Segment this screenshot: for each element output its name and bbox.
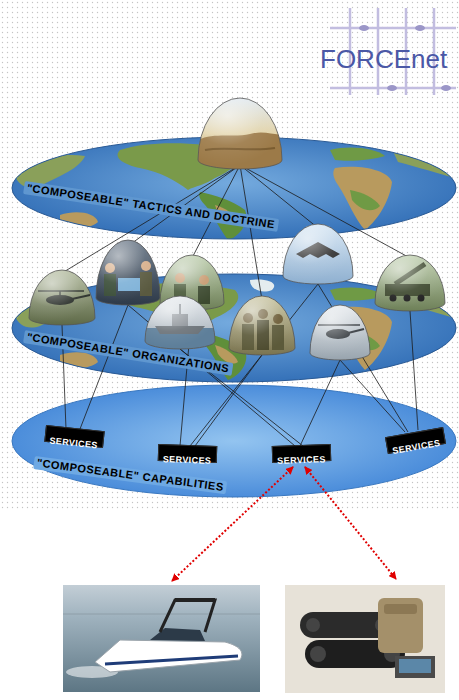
service-box: SERVICES (44, 425, 104, 448)
capabilities-disk: "COMPOSEABLE" CAPABILITIESSERVICESSERVIC… (10, 383, 458, 499)
dome-helicopter (29, 270, 95, 325)
robot-photo-part (306, 618, 320, 632)
robot-photo-part (310, 646, 326, 662)
red-dotted-arrows-part (305, 467, 396, 579)
red-dotted-arrows-part (172, 467, 293, 581)
dome-top-part (198, 98, 282, 169)
robot-photo-part (285, 585, 445, 693)
service-box: SERVICES (385, 427, 446, 454)
disk-label: "COMPOSEABLE" TACTICS AND DOCTRINE (23, 181, 279, 232)
boat-photo-part (160, 600, 215, 632)
dome-helicopter-2-part (310, 305, 370, 360)
service-label: SERVICES (392, 439, 441, 456)
boat-photo-part (63, 585, 260, 692)
logo-dots-part (441, 85, 451, 91)
dome-top-part (198, 98, 282, 169)
dome-ship-part (145, 296, 215, 349)
link-lines-part (128, 165, 240, 246)
dome-soldiers (229, 296, 295, 355)
boat-photo-part (150, 628, 205, 641)
service-label: SERVICES (163, 455, 212, 466)
link-lines-part (410, 311, 418, 430)
link-lines-part (300, 360, 340, 446)
red-dotted-arrows (172, 467, 396, 581)
logo-dots-part (359, 25, 369, 31)
dome-aircraft-part (283, 224, 353, 284)
link-lines-part (240, 165, 262, 300)
link-lines (62, 165, 418, 446)
link-lines-part (180, 349, 303, 446)
dome-ship-part (145, 296, 215, 349)
dome-top (198, 98, 282, 175)
logo-grid-part (330, 27, 456, 30)
label-holder: FORCEnet (320, 44, 447, 75)
dome-ship (145, 296, 215, 353)
boat-photo-part (95, 640, 242, 672)
dome-launcher-part (375, 255, 445, 311)
service-label: SERVICES (49, 436, 98, 450)
dot-grid (0, 0, 459, 510)
dome-aircraft (283, 224, 353, 284)
dome-command-room-part (96, 240, 160, 305)
link-lines-part (192, 165, 240, 258)
robot-photo-part (399, 659, 431, 673)
service-box: SERVICES (272, 444, 332, 463)
boat-photo-part (175, 598, 215, 602)
dome-command-room (96, 240, 160, 305)
dome-command-room-part (96, 240, 160, 305)
dome-soldiers-part (229, 296, 295, 355)
service-box: SERVICES (158, 444, 218, 463)
dome-helicopter-2-part (310, 305, 370, 360)
dome-aircraft-part (283, 224, 353, 284)
dome-helicopter-part (29, 270, 95, 325)
robot-photo-part (384, 604, 417, 614)
logo-text: FORCEnet (320, 44, 447, 75)
boat-photo-part (105, 656, 238, 664)
dome-soldiers-part (229, 296, 295, 355)
logo-dots-part (415, 25, 425, 31)
dome-launcher-part (375, 255, 445, 311)
link-lines-part (62, 325, 66, 429)
dome-launcher (375, 255, 445, 311)
logo-dots-part (387, 85, 397, 91)
dome-helicopter-part (29, 270, 95, 325)
link-lines-part (80, 305, 128, 429)
robot-photo (285, 585, 445, 693)
dome-helicopter-2 (310, 305, 370, 360)
link-lines-part (195, 355, 262, 446)
boat-photo (63, 585, 260, 692)
service-label: SERVICES (277, 455, 326, 466)
robot-photo-part (395, 656, 435, 678)
link-lines-part (340, 360, 405, 432)
robot-photo-part (378, 598, 423, 653)
boat-photo-part (63, 614, 260, 615)
link-lines-part (240, 165, 318, 228)
link-lines-part (62, 165, 240, 273)
